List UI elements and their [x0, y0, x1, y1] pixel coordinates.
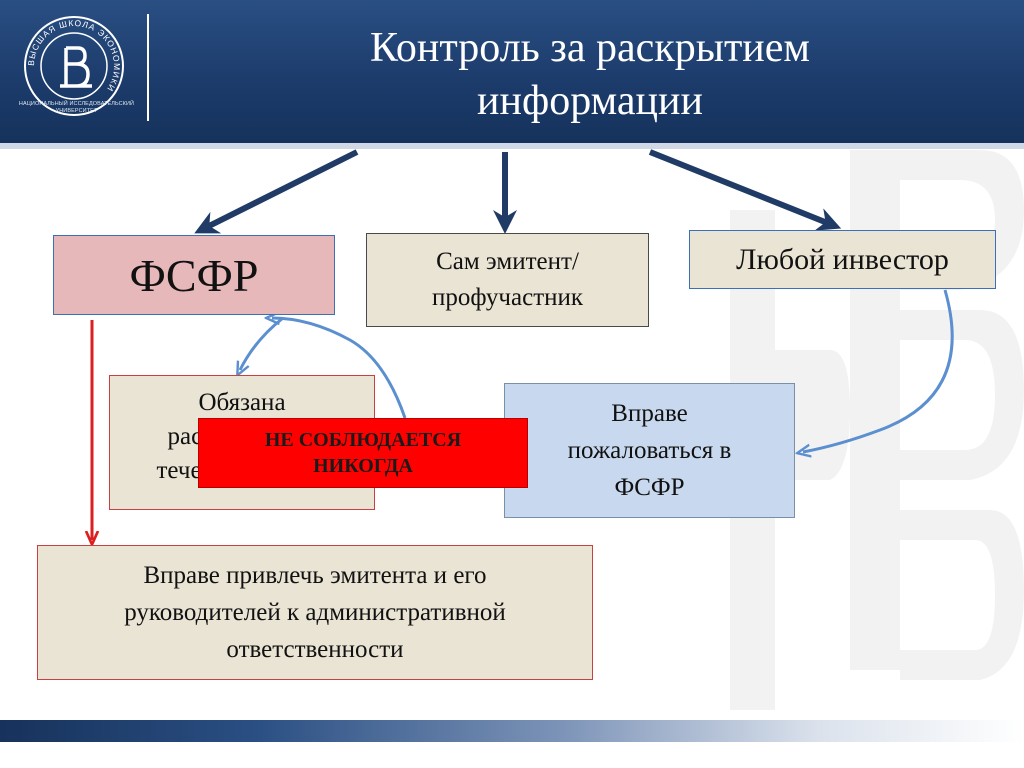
hse-logo-icon: ВЫСШАЯ ШКОЛА ЭКОНОМИКИ — [24, 16, 124, 116]
node-complain-line-2: пожаловаться в — [567, 437, 732, 464]
overlay-line-2: НИКОГДА — [313, 455, 413, 477]
node-investor-label: Любой инвестор — [736, 242, 949, 276]
title-line-2: информации — [477, 78, 703, 124]
node-attract-line-1: Вправе привлечь эмитента и его — [143, 562, 487, 589]
logo-caption: НАЦИОНАЛЬНЫЙ ИССЛЕДОВАТЕЛЬСКИЙ УНИВЕРСИТ… — [18, 101, 135, 114]
page-title: Контроль за раскрытием информации — [240, 22, 940, 128]
node-attract-line-3: ответственности — [226, 636, 404, 663]
footer-bar — [0, 720, 1024, 742]
node-attract: Вправе привлечь эмитента и его руководит… — [37, 545, 593, 680]
logo-divider — [147, 14, 149, 121]
node-issuer-line-2: профучастник — [431, 284, 584, 311]
header-bar — [0, 0, 1024, 143]
node-complain-line-1: Вправе — [611, 400, 688, 427]
node-obliged-line-1: Обязана — [198, 389, 286, 416]
node-fsfr-label: ФСФР — [129, 249, 259, 301]
node-investor: Любой инвестор — [689, 230, 996, 289]
title-line-1: Контроль за раскрытием — [369, 25, 810, 71]
node-complain: Вправе пожаловаться в ФСФР — [504, 383, 795, 518]
node-attract-line-2: руководителей к административной — [124, 599, 506, 626]
node-issuer-line-1: Сам эмитент/ — [436, 248, 579, 275]
node-complain-line-3: ФСФР — [614, 474, 685, 501]
node-issuer: Сам эмитент/ профучастник — [366, 233, 649, 327]
overlay-never-observed: НЕ СОБЛЮДАЕТСЯ НИКОГДА — [198, 418, 528, 488]
header-divider — [0, 143, 1024, 149]
node-fsfr: ФСФР — [53, 235, 335, 315]
arrow-title-to-fsfr — [194, 149, 359, 234]
overlay-line-1: НЕ СОБЛЮДАЕТСЯ — [264, 429, 462, 451]
arrow-fsfr-to-obliged — [240, 316, 284, 370]
